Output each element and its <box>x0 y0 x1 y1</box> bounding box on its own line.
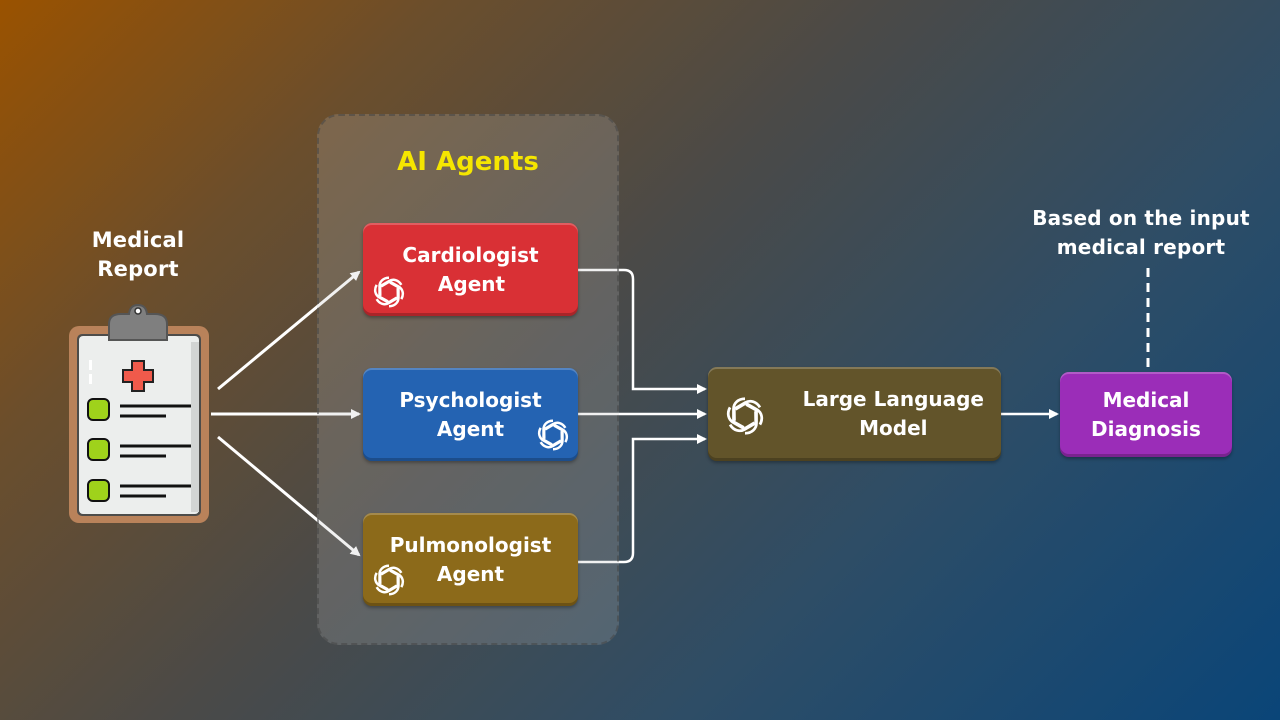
pulmonologist-agent-line2: Agent <box>436 561 505 586</box>
openai-logo-icon <box>537 419 569 451</box>
cardiologist-agent-label: Cardiologist Agent <box>402 241 538 299</box>
openai-logo-icon <box>726 397 764 435</box>
annotation-line1: Based on the input <box>1032 206 1250 230</box>
openai-logo-icon <box>373 564 405 596</box>
medical-diagnosis-line1: Medical <box>1102 387 1190 412</box>
input-label-line2: Report <box>97 257 179 281</box>
medical-diagnosis-node[interactable]: Medical Diagnosis <box>1060 372 1232 457</box>
llm-label-line2: Model <box>859 416 928 440</box>
pulmonologist-agent-node[interactable]: Pulmonologist Agent <box>363 513 578 606</box>
psychologist-agent-label: Psychologist Agent <box>399 386 541 444</box>
arrow-cardiologist-to-llm <box>578 268 707 394</box>
annotation-line2: medical report <box>1056 235 1226 259</box>
medical-diagnosis-line2: Diagnosis <box>1091 416 1201 441</box>
input-label-line1: Medical <box>91 228 185 252</box>
arrow-pulmonologist-to-llm <box>578 434 707 564</box>
cardiologist-agent-line1: Cardiologist <box>402 242 539 267</box>
cardiologist-agent-node[interactable]: Cardiologist Agent <box>363 223 578 316</box>
diagnosis-annotation: Based on the input medical report <box>1010 204 1272 262</box>
llm-label: Large Language Model <box>803 385 984 443</box>
cardiologist-agent-line2: Agent <box>437 271 506 296</box>
openai-logo-icon <box>370 275 408 309</box>
medical-diagnosis-label: Medical Diagnosis <box>1091 386 1201 444</box>
llm-label-line1: Large Language <box>802 387 984 411</box>
psychologist-agent-node[interactable]: Psychologist Agent <box>363 368 578 461</box>
llm-node[interactable]: Large Language Model <box>708 367 1001 461</box>
input-label: Medical Report <box>58 226 218 284</box>
arrow-report-to-pulmonologist <box>217 435 361 557</box>
pulmonologist-agent-line1: Pulmonologist <box>389 532 552 557</box>
pulmonologist-agent-label: Pulmonologist Agent <box>390 531 552 589</box>
psychologist-agent-line2: Agent <box>436 416 505 441</box>
arrow-report-to-cardiologist <box>217 270 361 391</box>
ai-agents-title: AI Agents <box>397 147 539 177</box>
psychologist-agent-line1: Psychologist <box>399 387 542 412</box>
clipboard-medical-icon <box>69 303 209 523</box>
